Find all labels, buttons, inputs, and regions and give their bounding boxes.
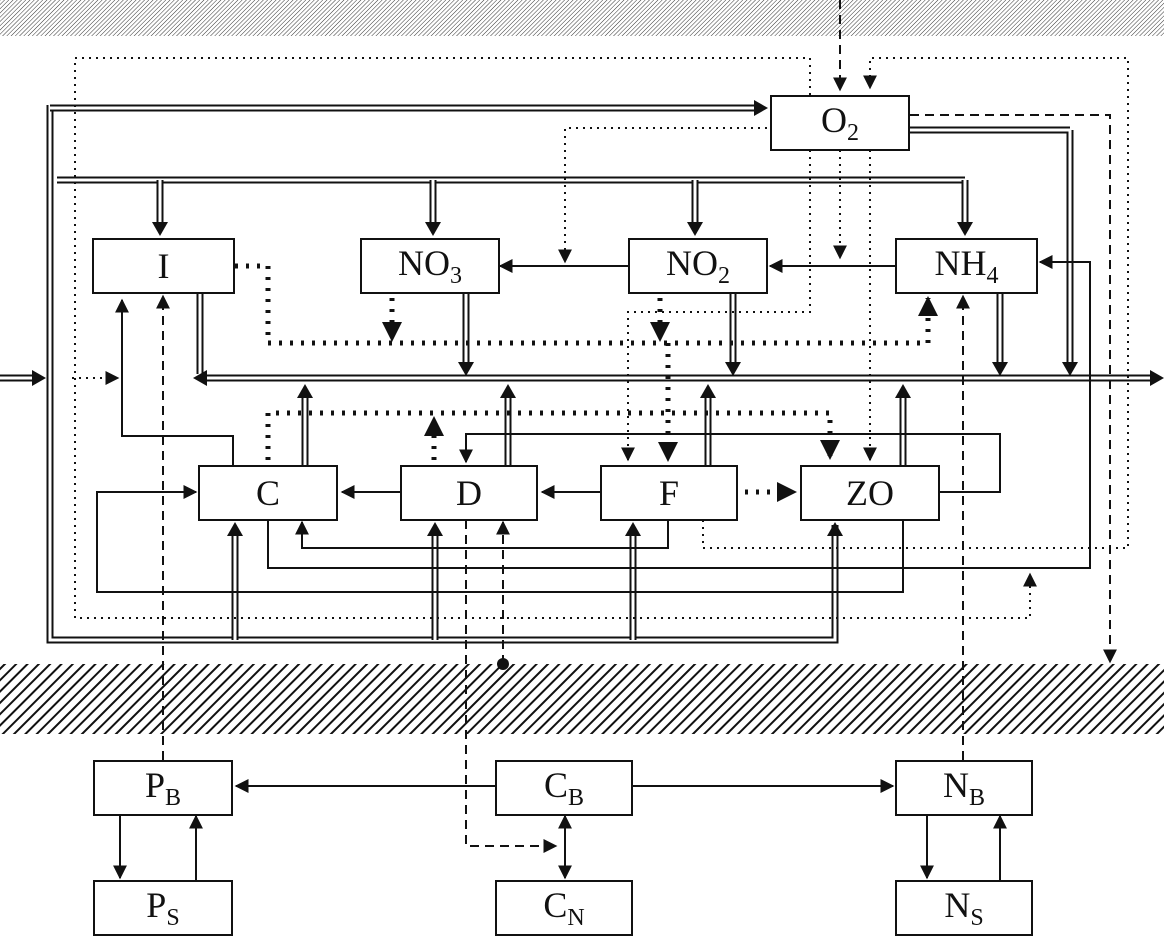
node-nh4: NH4 <box>895 238 1038 294</box>
node-o2-label: O2 <box>821 100 859 146</box>
double-lines <box>0 100 1164 644</box>
node-nb-label: NB <box>942 765 985 811</box>
node-d: D <box>400 465 538 521</box>
node-d-label: D <box>456 473 482 513</box>
node-c: C <box>198 465 338 521</box>
node-no2: NO2 <box>628 238 768 294</box>
node-ps-label: PS <box>146 885 180 931</box>
dashed-arrows <box>156 0 1117 853</box>
node-nb: NB <box>895 760 1033 816</box>
node-f-label: F <box>658 473 680 513</box>
node-no3-label: NO3 <box>398 243 462 289</box>
sediment-interface-hatch <box>0 664 1164 734</box>
sediment-source-dot <box>497 658 509 670</box>
node-ns: NS <box>895 880 1033 936</box>
node-ns-label: NS <box>944 885 984 931</box>
node-cb: CB <box>495 760 633 816</box>
node-cn: CN <box>495 880 633 936</box>
node-cn-label: CN <box>543 885 585 931</box>
node-i-label: I <box>157 246 170 286</box>
node-cb-label: CB <box>543 765 585 811</box>
water-surface-hatch <box>0 0 1164 36</box>
node-ps: PS <box>93 880 233 936</box>
node-o2: O2 <box>770 95 910 151</box>
node-no3: NO3 <box>360 238 500 294</box>
node-no2-label: NO2 <box>666 243 730 289</box>
node-nh4-label: NH4 <box>934 243 999 289</box>
node-c-label: C <box>255 473 280 513</box>
solid-arrows <box>96 255 1091 880</box>
heavy-dotted-arrows <box>235 263 938 502</box>
node-pb: PB <box>93 760 233 816</box>
node-zo-label: ZO <box>846 473 894 513</box>
node-i: I <box>92 238 235 294</box>
dotted-arrows <box>72 57 1129 619</box>
node-f: F <box>600 465 738 521</box>
node-pb-label: PB <box>144 765 182 811</box>
node-zo: ZO <box>800 465 940 521</box>
